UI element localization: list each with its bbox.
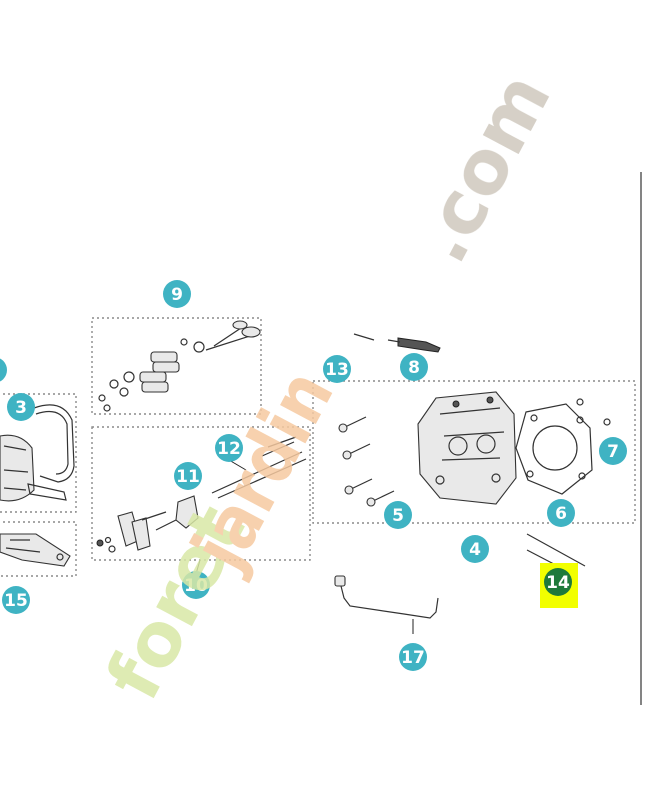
rocker-arm-kit <box>96 436 307 553</box>
callout-13: 13 <box>323 355 351 383</box>
group-box-9 <box>91 317 262 415</box>
callout-5: 5 <box>384 501 412 529</box>
svg-text:15: 15 <box>4 591 28 611</box>
svg-text:jardin: jardin <box>175 357 351 585</box>
callout-8: 8 <box>400 353 428 381</box>
deflector-part <box>0 533 71 567</box>
callout-7: 7 <box>599 437 627 465</box>
callout-10: 10 <box>182 571 210 599</box>
svg-text:9: 9 <box>171 285 183 305</box>
spark-plug-part <box>353 333 441 353</box>
group-box-15 <box>0 521 77 577</box>
callout-14-highlighted: 14 <box>540 563 578 608</box>
callout-4: 4 <box>461 535 489 563</box>
callout-11: 11 <box>174 462 202 490</box>
svg-text:13: 13 <box>325 360 349 380</box>
callout-15: 15 <box>2 586 30 614</box>
callout-6: 6 <box>547 499 575 527</box>
group-box-4 <box>312 380 636 524</box>
svg-text:4: 4 <box>469 540 481 560</box>
svg-text:3: 3 <box>15 398 27 418</box>
callout-17: 17 <box>399 643 427 671</box>
svg-text:5: 5 <box>392 506 404 526</box>
svg-text:14: 14 <box>546 573 570 593</box>
group-box-3 <box>0 393 77 513</box>
callout-12: 12 <box>215 434 243 462</box>
callout-partial-left <box>0 358 7 382</box>
svg-text:12: 12 <box>217 439 241 459</box>
svg-text:8: 8 <box>408 358 420 378</box>
group-box-10 <box>91 426 311 561</box>
svg-text:11: 11 <box>176 467 200 487</box>
svg-text:6: 6 <box>555 504 567 524</box>
rocker-cover-part <box>0 404 75 502</box>
callout-9: 9 <box>163 280 191 308</box>
svg-text:7: 7 <box>607 442 619 462</box>
svg-text:10: 10 <box>184 576 208 596</box>
svg-text:.com: .com <box>398 60 568 277</box>
cylinder-head-kit <box>338 391 611 507</box>
breather-pipe-part <box>334 575 439 634</box>
valve-spring-kit <box>98 320 261 412</box>
svg-text:17: 17 <box>401 648 425 668</box>
callout-3: 3 <box>7 393 35 421</box>
